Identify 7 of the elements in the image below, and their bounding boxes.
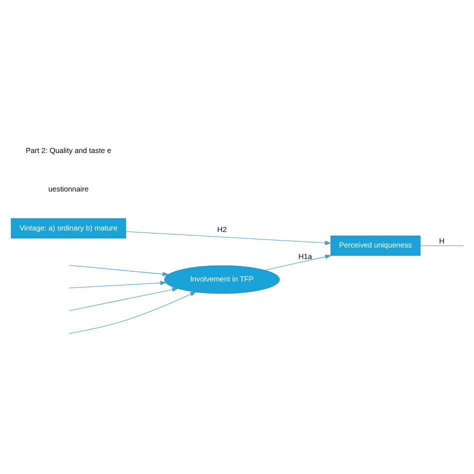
connector bbox=[420, 244, 464, 246]
arrow bbox=[68, 291, 196, 334]
arrow bbox=[68, 280, 166, 288]
arrow bbox=[68, 286, 178, 310]
arrow bbox=[125, 230, 331, 245]
arrow bbox=[264, 254, 332, 270]
arrow bbox=[68, 264, 168, 276]
